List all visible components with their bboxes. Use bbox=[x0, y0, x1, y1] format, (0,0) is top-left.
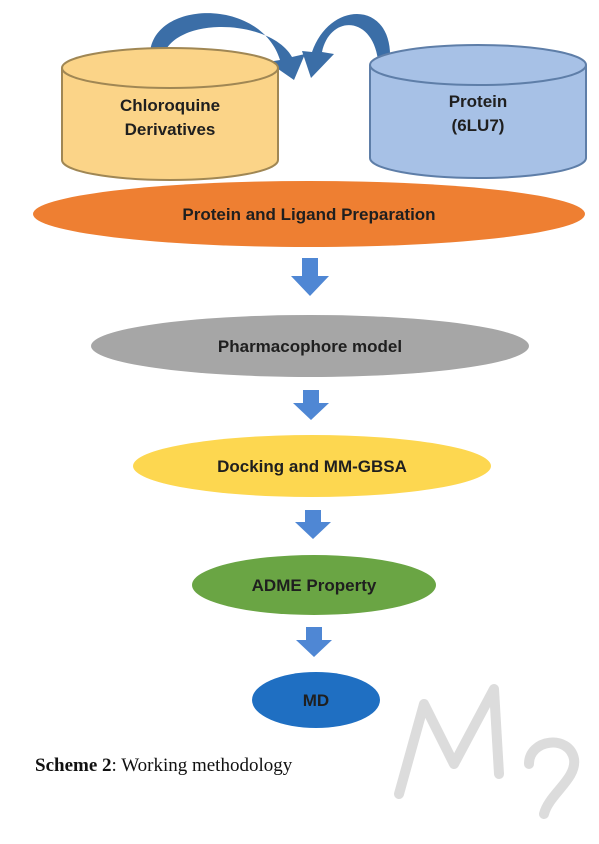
step-adme-property: ADME Property bbox=[192, 555, 436, 615]
step-ellipse bbox=[133, 435, 491, 497]
step-ellipse bbox=[192, 555, 436, 615]
step-ellipse bbox=[252, 672, 380, 728]
step-label: ADME Property bbox=[252, 576, 377, 595]
methodology-diagram: Chloroquine Derivatives Protein (6LU7) P… bbox=[33, 13, 587, 728]
step-md: MD bbox=[252, 672, 380, 728]
cylinder-body bbox=[61, 68, 279, 181]
caption-label: Scheme 2 bbox=[35, 755, 112, 776]
caption-text: : Working methodology bbox=[111, 755, 293, 776]
cylinder-label-line2: Derivatives bbox=[125, 120, 216, 139]
step-docking-mm-gbsa: Docking and MM-GBSA bbox=[133, 435, 491, 497]
figure-caption: Scheme 2: Working methodology bbox=[35, 755, 292, 777]
step-label: Protein and Ligand Preparation bbox=[182, 205, 435, 224]
arrow-down-icon bbox=[291, 258, 329, 296]
cylinder-protein-6lu7: Protein (6LU7) bbox=[369, 44, 587, 179]
step-label: Pharmacophore model bbox=[218, 337, 402, 356]
step-ellipse bbox=[91, 315, 529, 377]
step-pharmacophore-model: Pharmacophore model bbox=[91, 315, 529, 377]
curved-arrow-left-icon bbox=[149, 13, 305, 81]
cylinder-top bbox=[369, 44, 587, 86]
cylinder-chloroquine-derivatives: Chloroquine Derivatives bbox=[61, 47, 279, 181]
step-protein-ligand-preparation: Protein and Ligand Preparation bbox=[33, 181, 585, 247]
cylinder-top bbox=[61, 47, 279, 89]
step-label: Docking and MM-GBSA bbox=[217, 457, 407, 476]
cylinder-label-line1: Protein bbox=[449, 92, 508, 111]
arrow-down-icon bbox=[296, 627, 332, 657]
step-ellipse bbox=[33, 181, 585, 247]
cylinder-label-line2: (6LU7) bbox=[452, 116, 505, 135]
cylinder-label-line1: Chloroquine bbox=[120, 96, 220, 115]
step-label: MD bbox=[303, 691, 329, 710]
arrow-down-icon bbox=[293, 390, 329, 420]
arrow-down-icon bbox=[295, 510, 331, 539]
cylinder-body bbox=[369, 65, 587, 179]
curved-arrow-right-icon bbox=[302, 13, 391, 79]
